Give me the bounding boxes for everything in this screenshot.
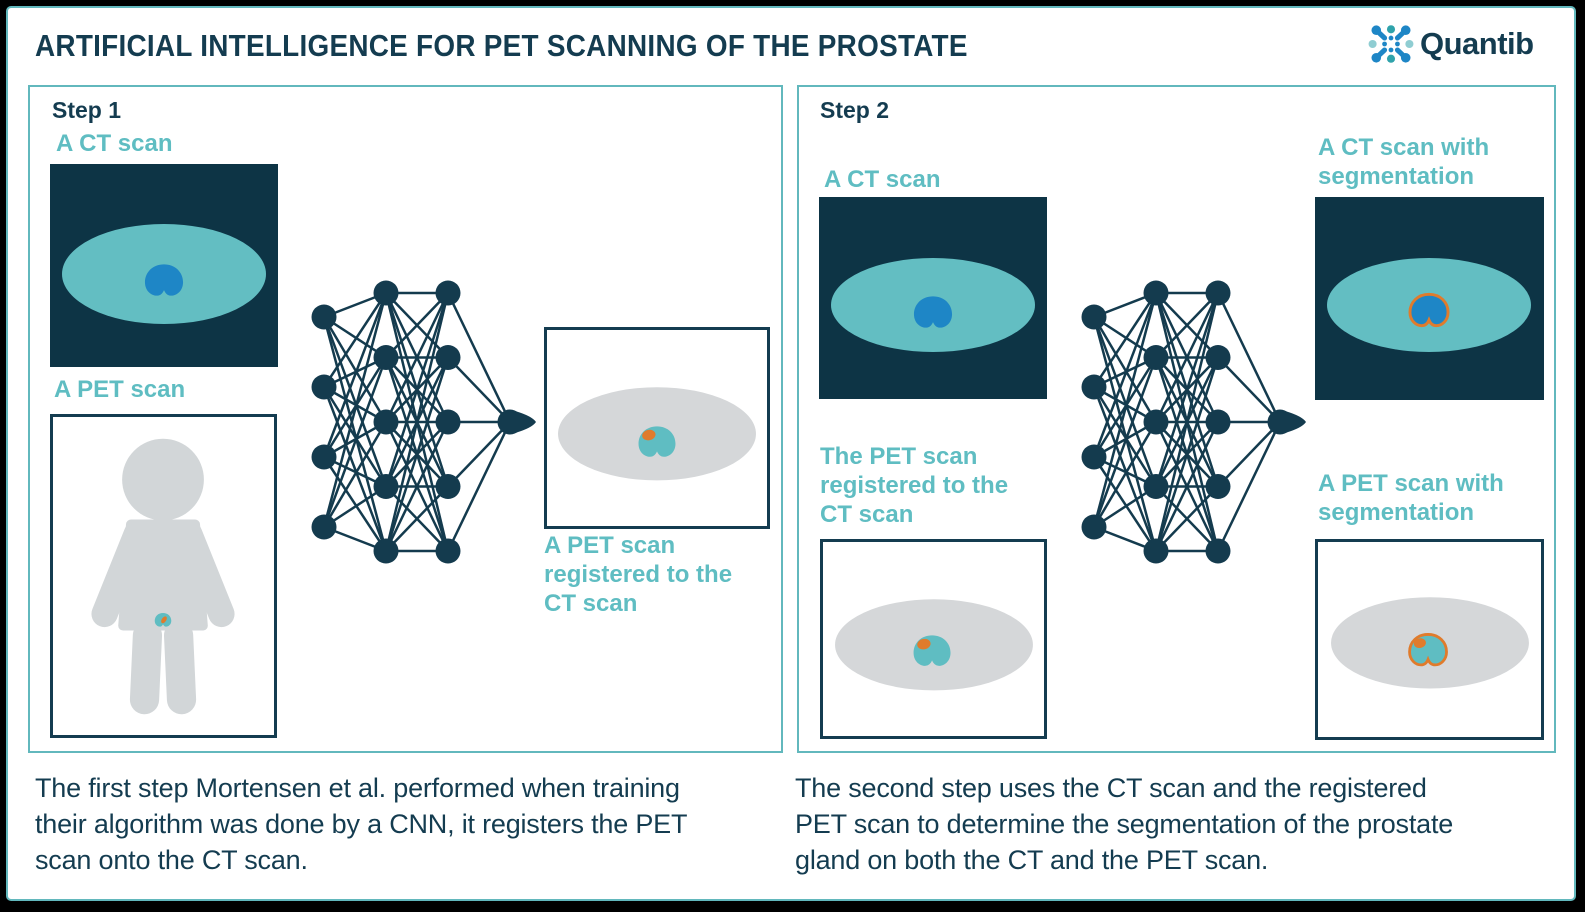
step2-caption-line1: The second step uses the CT scan and the… <box>795 773 1427 803</box>
step2-registered-label: The PET scan registered to the CT scan <box>820 443 1009 528</box>
step1-ct-scan-label: A CT scan <box>56 130 173 157</box>
quantib-logo-text: Quantib <box>1420 26 1534 61</box>
page-title-wrap: ARTIFICIAL INTELLIGENCE FOR PET SCANNING… <box>35 28 1071 64</box>
prostate-shape <box>144 264 184 296</box>
step1-pet-scan-label: A PET scan <box>54 376 186 403</box>
step2-panel: Step 2 A CT scan The PET scan registered… <box>797 85 1556 753</box>
quantib-logo-icon <box>1368 25 1414 63</box>
step2-pet-segmentation-image <box>1315 539 1544 740</box>
prostate-shape-segmented <box>1408 633 1448 667</box>
tumor-spot <box>642 429 656 441</box>
step2-ct-segmentation-image <box>1315 197 1544 400</box>
step2-output-pet-label: A PET scan with segmentation <box>1318 470 1504 526</box>
prostate-shape <box>913 296 953 328</box>
step1-pet-scan-image <box>50 414 277 738</box>
step1-caption: The first step Mortensen et al. performe… <box>35 770 687 878</box>
step2-ct-scan-label: A CT scan <box>824 166 941 193</box>
step2-ct-scan-image <box>819 197 1047 399</box>
step1-caption-line1: The first step Mortensen et al. performe… <box>35 773 680 803</box>
step2-caption: The second step uses the CT scan and the… <box>795 770 1453 878</box>
step2-title: Step 2 <box>820 97 890 123</box>
step1-panel: Step 1 A CT scan A PET scan <box>28 85 783 753</box>
step1-registered-pet-scan-image <box>544 327 770 529</box>
step2-caption-line2: PET scan to determine the segmentation o… <box>795 809 1454 839</box>
step1-output-label: A PET scan registered to the CT scan <box>544 532 733 617</box>
prostate-shape <box>638 426 676 457</box>
step1-ct-scan-image <box>50 164 278 367</box>
tumor-spot <box>161 616 167 624</box>
page-title: ARTIFICIAL INTELLIGENCE FOR PET SCANNING… <box>35 28 968 63</box>
step1-caption-line2: their algorithm was done by a CNN, it re… <box>35 809 688 839</box>
tumor-spot <box>1413 638 1426 649</box>
prostate-shape-segmented <box>1408 292 1450 328</box>
neural-network-icon <box>1081 280 1306 564</box>
tumor-spot <box>917 638 931 650</box>
step1-caption-line3: scan onto the CT scan. <box>35 845 308 875</box>
quantib-logo: Quantib <box>1368 22 1534 66</box>
person-icon <box>91 438 235 715</box>
step2-registered-pet-scan-image <box>820 539 1047 739</box>
step1-title: Step 1 <box>52 97 122 123</box>
pet-signal-blob <box>154 612 172 627</box>
prostate-shape <box>913 635 951 666</box>
neural-network-icon <box>311 280 536 564</box>
step2-output-ct-label: A CT scan with segmentation <box>1318 134 1490 190</box>
step2-caption-line3: gland on both the CT and the PET scan. <box>795 845 1269 875</box>
